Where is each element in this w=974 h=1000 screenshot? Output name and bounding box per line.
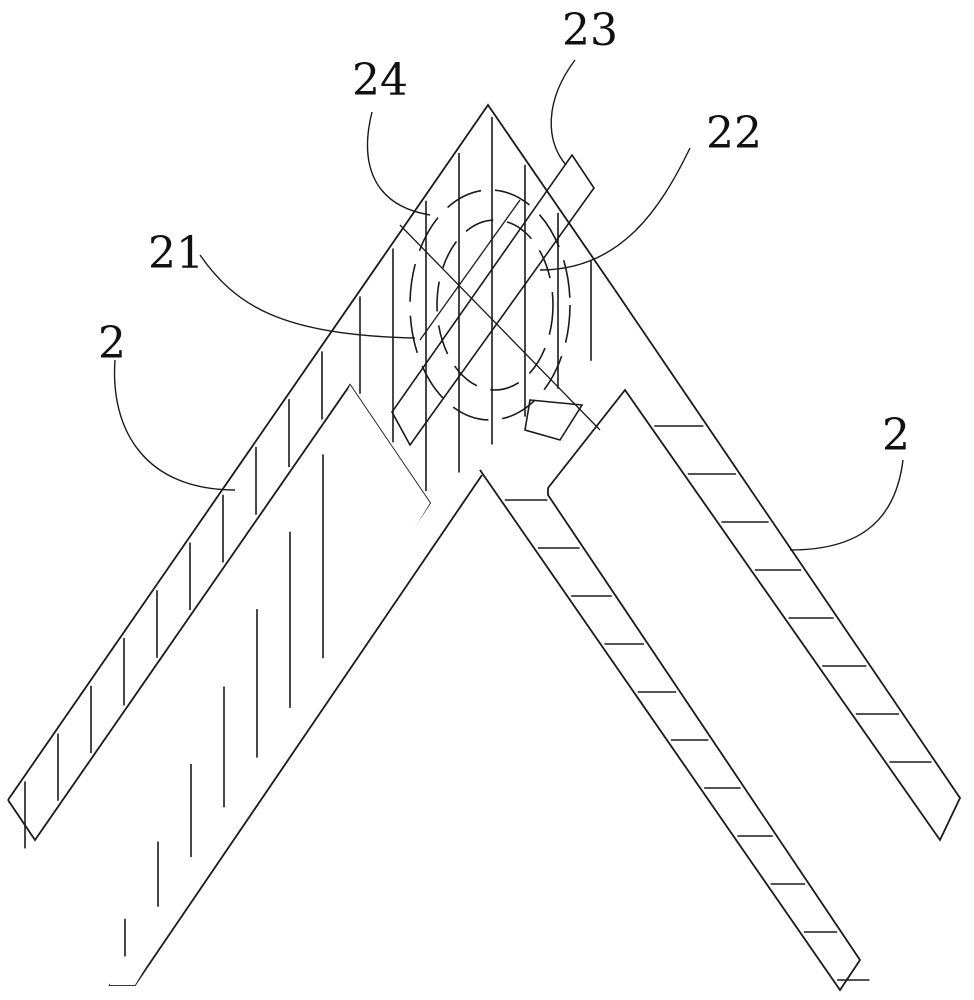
leader-2-left: [113, 359, 236, 491]
leader-22: [539, 147, 691, 271]
leader-2-right: [789, 459, 904, 551]
right-arm-hatching: [504, 425, 932, 981]
left-arm-slot: [110, 385, 430, 985]
leader-24: [366, 111, 431, 216]
pivot-plate: [391, 153, 601, 447]
right-arm: [479, 289, 962, 992]
plate-line-1: [419, 199, 521, 341]
label-21: 21: [148, 228, 204, 279]
leader-23: [550, 59, 576, 166]
label-2-left: 2: [98, 318, 126, 369]
leader-21: [199, 254, 416, 339]
pivot-plate-shape: [391, 153, 595, 447]
label-23: 23: [562, 5, 618, 56]
outer-circle: [409, 189, 571, 421]
left-arm-outline: [7, 103, 616, 801]
label-2-right: 2: [882, 410, 910, 461]
left-arm: [7, 103, 616, 986]
inner-circle: [436, 219, 554, 391]
plate-line-2: [399, 224, 601, 431]
hinge-circles: [409, 189, 571, 421]
label-22: 22: [706, 108, 762, 159]
leader-lines: [113, 59, 904, 551]
label-24: 24: [352, 55, 408, 106]
lower-clip: [524, 399, 584, 441]
right-arm-outer-edge: [479, 289, 962, 992]
